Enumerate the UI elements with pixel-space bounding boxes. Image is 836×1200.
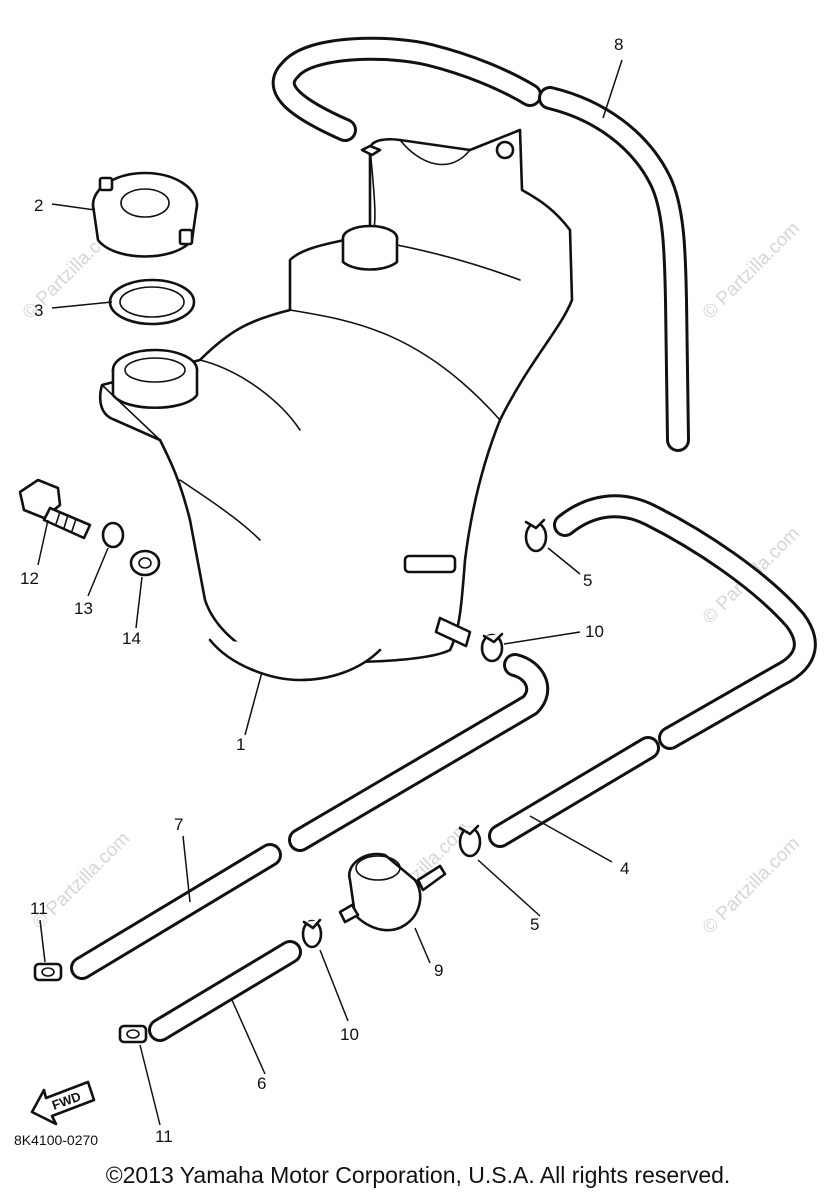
callout-3: 3	[34, 301, 43, 320]
hose-part-6	[148, 940, 302, 1042]
callout-8: 8	[614, 35, 623, 54]
gasket-part-3	[108, 278, 196, 326]
callout-1: 1	[236, 735, 245, 754]
callout-5-upper: 5	[583, 571, 592, 590]
cap-part-2	[91, 171, 199, 258]
tank-part-1	[98, 128, 574, 682]
callout-5-lower: 5	[530, 915, 539, 934]
clamp-part-5-upper	[524, 518, 548, 553]
callout-9: 9	[434, 961, 443, 980]
callout-7: 7	[174, 815, 183, 834]
callout-2: 2	[34, 196, 43, 215]
hose-part-7	[70, 653, 550, 980]
leader-lines	[37, 59, 623, 1126]
bolt-part-12	[18, 478, 92, 540]
callout-10-upper: 10	[585, 622, 604, 641]
clamp-part-10-lower	[301, 918, 323, 949]
watermark: © Partzilla.com	[699, 218, 804, 323]
filler-neck	[111, 348, 199, 409]
clamp-part-11-lower	[118, 1024, 148, 1044]
callout-10-lower: 10	[340, 1025, 359, 1044]
callout-6: 6	[257, 1074, 266, 1093]
callout-11-lower: 11	[155, 1127, 173, 1146]
hose-part-8	[271, 36, 690, 452]
washer-part-13	[101, 521, 125, 549]
callout-11-upper: 11	[30, 899, 48, 918]
hose-part-5-upper	[553, 494, 817, 750]
clamp-part-10-upper	[480, 632, 504, 663]
washer-part-14	[129, 549, 161, 577]
filter-part-9	[338, 852, 447, 932]
watermark: © Partzilla.com	[699, 833, 804, 938]
callout-4: 4	[620, 859, 629, 878]
fwd-arrow: FWD	[30, 1080, 96, 1126]
callout-13: 13	[74, 599, 93, 618]
callout-14: 14	[122, 629, 141, 648]
clamp-part-5-lower	[458, 824, 482, 858]
callouts: 1 2 3 4 5 5 6 7 8 9 10 10 11 11 12 13 14	[20, 35, 629, 1146]
callout-12: 12	[20, 569, 39, 588]
copyright-notice: ©2013 Yamaha Motor Corporation, U.S.A. A…	[105, 1162, 731, 1188]
hose-part-4	[488, 736, 660, 848]
clamp-part-11-upper	[33, 962, 63, 982]
clamps	[33, 518, 548, 1044]
part-code: 8K4100-0270	[14, 1132, 98, 1148]
